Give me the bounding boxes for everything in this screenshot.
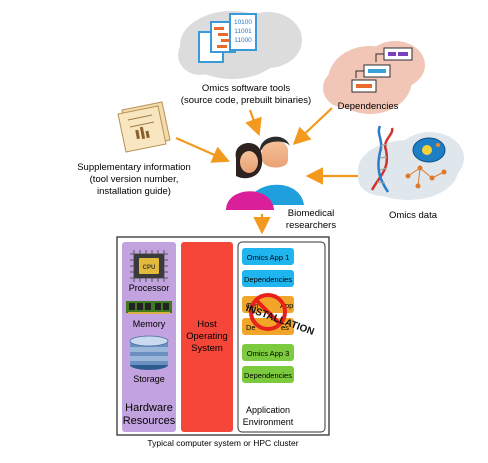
arrows <box>175 107 358 235</box>
os-label: Host <box>197 319 217 330</box>
hardware-title: Resources <box>123 415 176 427</box>
storage-label: Storage <box>133 374 165 384</box>
arrow-software <box>245 109 262 137</box>
app1-block <box>242 248 294 265</box>
prohibited-icon <box>249 293 287 331</box>
hardware-title: Hardware <box>125 402 173 414</box>
software-label: Omics software tools <box>202 83 290 94</box>
supplementary-sublabel: (tool version number, <box>90 174 179 185</box>
binary-line: 10100 <box>234 19 252 26</box>
os-panel <box>181 242 233 432</box>
supplementary-sublabel: installation guide) <box>97 186 171 197</box>
processor-label: Processor <box>129 283 170 293</box>
cpu-chip-text: CPU <box>143 265 156 271</box>
dna-helix-icon <box>370 125 394 193</box>
dep2-label-right: es <box>281 323 289 332</box>
network-icon <box>405 165 447 189</box>
dep2-label-left: De <box>246 323 256 332</box>
software-sublabel: (source code, prebuilt binaries) <box>181 95 311 106</box>
researchers-icon <box>226 136 304 210</box>
arrow-dependencies <box>292 107 333 146</box>
app-env-title: Environment <box>243 417 294 427</box>
dep1-block <box>242 270 294 287</box>
dependencies-label: Dependencies <box>338 101 399 112</box>
os-label: Operating <box>186 331 228 342</box>
dep1-label: Dependencies <box>244 275 292 284</box>
app-environment-panel <box>237 241 326 433</box>
dep3-label: Dependencies <box>244 371 292 380</box>
binary-line: 11001 <box>234 28 252 35</box>
memory-icon <box>126 301 172 314</box>
app-env-title: Application <box>246 405 290 415</box>
app3-block <box>242 344 294 361</box>
software-tools-node: 10100 11001 11000 Omics software tools (… <box>178 11 311 106</box>
omics-data-node: Omics data <box>358 125 464 221</box>
dep3-block <box>242 366 294 383</box>
cell-icon <box>412 137 446 163</box>
dependencies-node: Dependencies <box>323 41 425 114</box>
os-label: System <box>191 343 223 354</box>
documents-icon <box>117 101 171 153</box>
computer-system: CPU Processor Memory Storage Hardware Re… <box>116 236 330 436</box>
supplementary-label: Supplementary information <box>77 162 191 173</box>
app2-label-right: App <box>280 301 293 310</box>
dependency-blocks-icon <box>351 47 413 93</box>
cloud-shape <box>358 160 406 196</box>
researchers-sublabel: researchers <box>286 220 336 231</box>
arrow-supplementary <box>175 136 231 163</box>
researchers-label: Biomedical <box>288 208 334 219</box>
app3-label: Omics App 3 <box>247 349 290 358</box>
memory-label: Memory <box>133 319 166 329</box>
storage-icon <box>129 335 169 370</box>
cpu-icon: CPU <box>130 250 168 282</box>
code-files-icon: 10100 11001 11000 <box>198 13 257 63</box>
app1-label: Omics App 1 <box>247 253 290 262</box>
omics-data-label: Omics data <box>389 210 438 221</box>
binary-line: 11000 <box>234 37 252 44</box>
system-caption: Typical computer system or HPC cluster <box>147 438 298 448</box>
supplementary-node: Supplementary information (tool version … <box>77 101 191 197</box>
